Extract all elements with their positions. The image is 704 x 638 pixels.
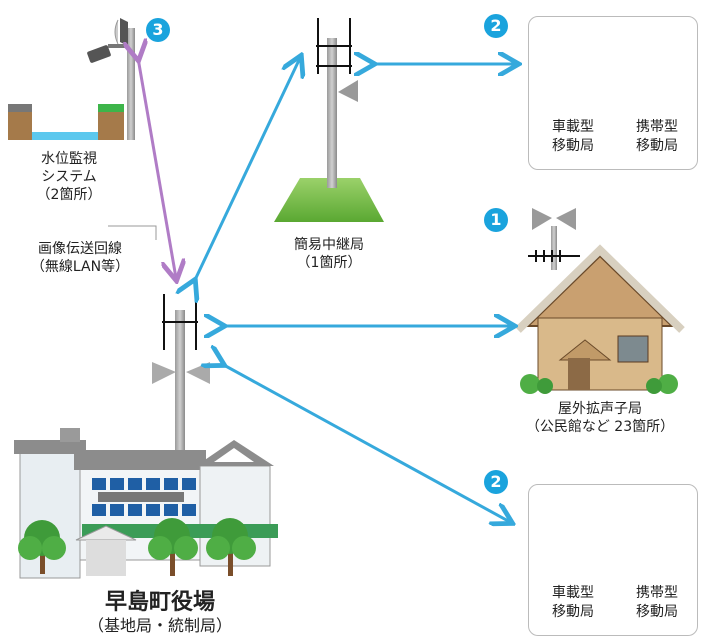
vehicle-label-bottom: 車載型移動局 [552, 585, 594, 620]
hq-subtitle: （基地局・統制局） [87, 616, 232, 635]
water-channel-icon [8, 104, 124, 140]
badge-speaker: 1 [484, 208, 508, 232]
image-line-label: 画像伝送回線 （無線LAN等） [30, 241, 130, 275]
callout-line [108, 225, 157, 240]
relay-label: 簡易中継局 （1箇所） [294, 237, 364, 271]
badge-mobile-top: 2 [484, 14, 508, 38]
mobile-card-bottom [528, 484, 698, 636]
relay-station-icon [274, 18, 384, 222]
speaker-horn-icon [528, 208, 580, 270]
water-system-label: 水位監視 システム （2箇所） [36, 151, 102, 203]
camera-icon [87, 44, 126, 63]
arrow-hq-mobile-bottom [222, 364, 510, 522]
base-antenna-icon [152, 294, 210, 450]
arrow-hq-relay [194, 58, 300, 282]
connections [108, 58, 516, 522]
mobile-card-top [528, 16, 698, 170]
badge-mobile-bottom: 2 [484, 470, 508, 494]
arrow-camera-hq [138, 58, 176, 278]
badge-water: 3 [146, 18, 170, 42]
vehicle-label-top: 車載型移動局 [552, 119, 594, 154]
tree-icon [18, 518, 256, 576]
house-icon [515, 244, 685, 394]
handheld-label-bottom: 携帯型移動局 [636, 585, 678, 620]
handheld-label-top: 携帯型移動局 [636, 119, 678, 154]
hq-name: 早島町役場 [104, 590, 215, 615]
outdoor-speaker-label: 屋外拡声子局 （公民館など 23箇所） [525, 401, 675, 435]
